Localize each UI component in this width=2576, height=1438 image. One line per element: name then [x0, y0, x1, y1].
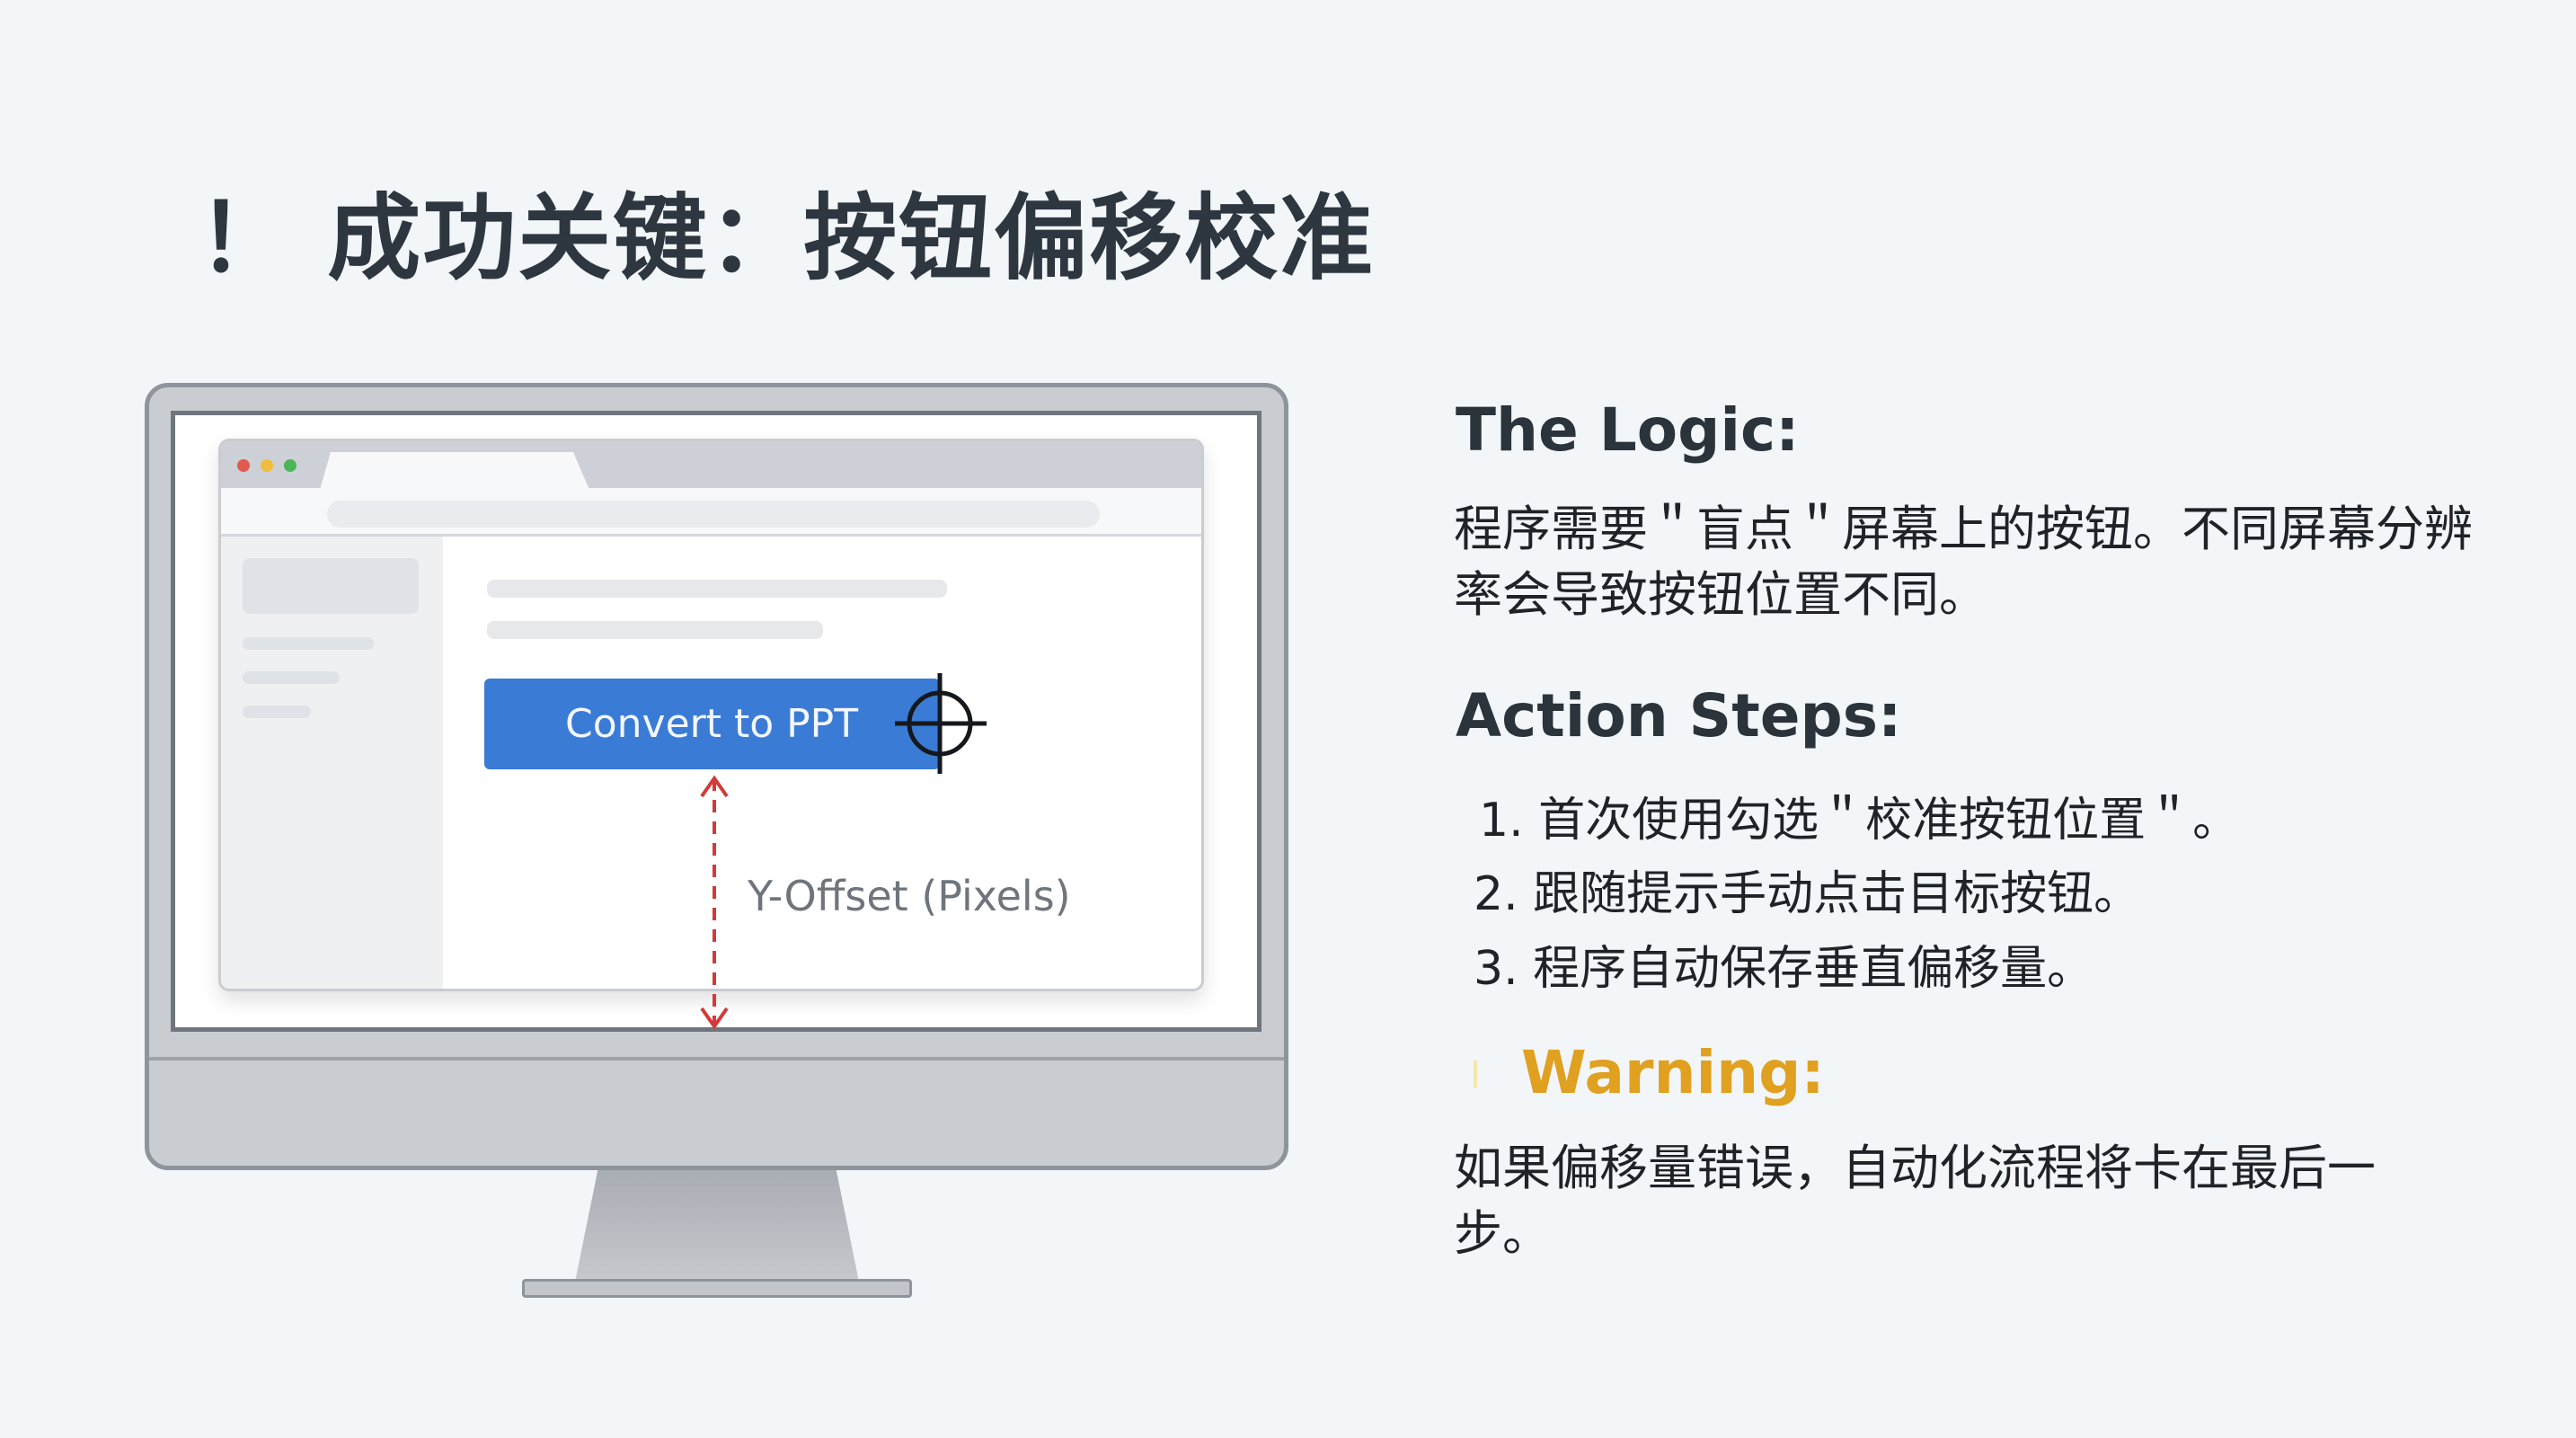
step-item: 2. 跟随提示手动点击目标按钮。 — [1474, 867, 2141, 921]
logic-heading: The Logic: — [1456, 395, 1800, 465]
sidebar-line — [243, 706, 311, 718]
content-line — [487, 621, 823, 639]
step-item: 1. 首次使用勾选＂校准按钮位置＂。 — [1479, 794, 2240, 848]
sidebar — [221, 537, 443, 989]
double-arrow-icon — [700, 775, 729, 1030]
sidebar-line — [243, 671, 340, 684]
browser-tab — [320, 452, 589, 490]
content-line — [487, 580, 947, 598]
monitor-chin-divider — [149, 1057, 1284, 1061]
minimize-dot-icon — [261, 459, 273, 472]
address-row — [221, 488, 1201, 537]
y-offset-label: Y-Offset (Pixels) — [748, 872, 1071, 920]
warning-body: 如果偏移量错误，自动化流程将卡在最后一步。 — [1454, 1140, 2376, 1262]
warning-icon — [1474, 1061, 1477, 1087]
crosshair-icon — [895, 673, 987, 774]
action-steps-heading: Action Steps: — [1456, 681, 1902, 750]
slide-title: ！ 成功关键：按钮偏移校准 — [198, 183, 1376, 293]
address-bar — [327, 501, 1100, 528]
warning-heading: Warning: — [1521, 1038, 1825, 1107]
maximize-dot-icon — [284, 459, 297, 472]
sidebar-line — [243, 637, 374, 650]
logic-body: 程序需要＂盲点＂屏幕上的按钮。不同屏幕分辨率会导致按钮位置不同。 — [1454, 501, 2473, 623]
close-dot-icon — [237, 459, 250, 472]
step-item: 3. 程序自动保存垂直偏移量。 — [1474, 942, 2094, 996]
sidebar-block — [243, 558, 419, 614]
convert-to-ppt-button[interactable]: Convert to PPT — [484, 679, 940, 769]
monitor-stand — [575, 1170, 859, 1282]
browser-tab-bar — [221, 441, 1201, 490]
monitor-base — [522, 1279, 912, 1298]
button-label: Convert to PPT — [565, 701, 859, 747]
